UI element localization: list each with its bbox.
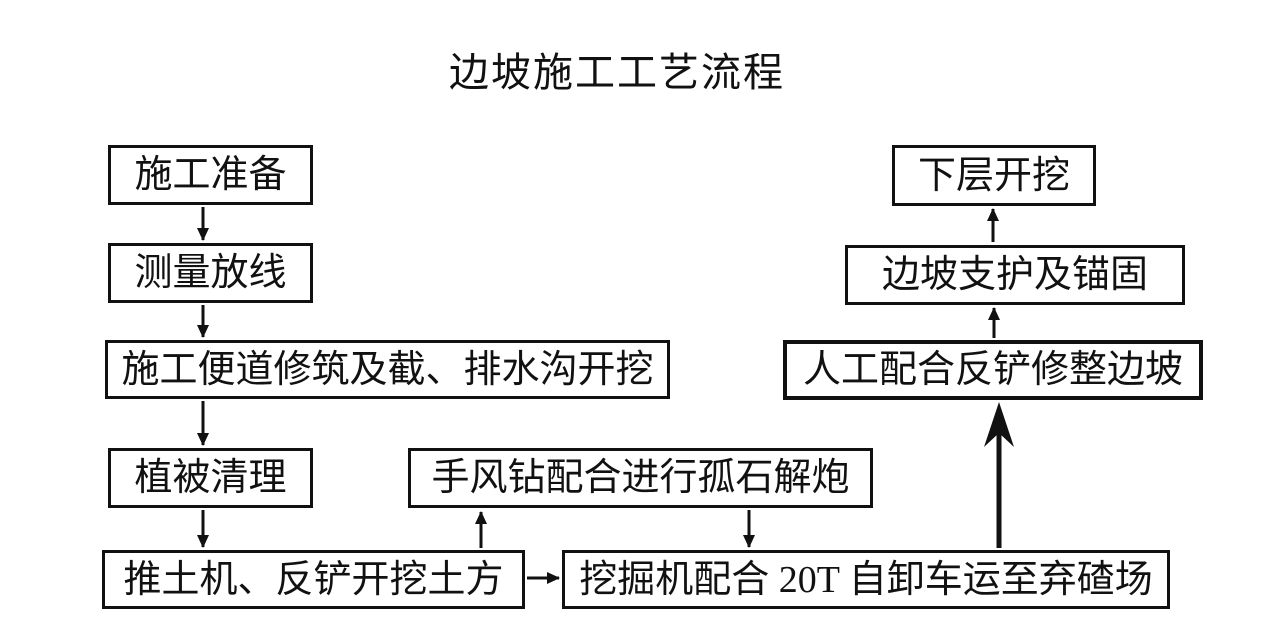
node-vegetation-clearing: 植被清理 (108, 448, 313, 508)
node-slope-support-anchoring: 边坡支护及锚固 (845, 245, 1185, 305)
node-bulldozer-backhoe-excavation: 推土机、反铲开挖土方 (102, 550, 525, 609)
node-construction-preparation: 施工准备 (108, 145, 313, 205)
node-excavator-dump-truck-haul: 挖掘机配合 20T 自卸车运至弃碴场 (562, 550, 1170, 609)
node-lower-layer-excavation: 下层开挖 (892, 145, 1096, 206)
node-pneumatic-drill-boulder-blasting: 手风钻配合进行孤石解炮 (408, 448, 873, 508)
page-title: 边坡施工工艺流程 (449, 50, 785, 95)
node-manual-backhoe-slope-trimming: 人工配合反铲修整边坡 (783, 340, 1203, 400)
arrow-excavator-to-trim-head (984, 402, 1014, 447)
node-access-road-drainage: 施工便道修筑及截、排水沟开挖 (105, 340, 670, 399)
node-survey-layout: 测量放线 (108, 243, 313, 303)
